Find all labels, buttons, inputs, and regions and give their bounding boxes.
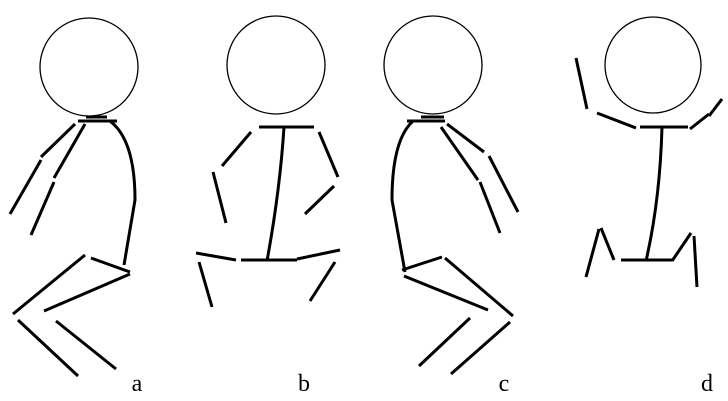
figure-c-thigh-2 (404, 276, 488, 310)
figure-d-thigh-right (672, 233, 691, 261)
figure-d-shin-left (586, 229, 599, 277)
figure-a-head (40, 18, 138, 116)
figure-b-torso (267, 127, 284, 261)
figure-c-shin-1 (451, 322, 510, 374)
figure-c-torso (392, 121, 413, 272)
figure-d-arm-right-lower (709, 99, 722, 116)
figure-b-arm-right-upper (319, 132, 338, 177)
figure-d-shin-right (694, 236, 697, 287)
figure-c (384, 16, 518, 374)
figure-d-arm-right-upper (690, 114, 709, 129)
figure-a-arm-2-lower (31, 182, 54, 235)
figure-c-arm-1-lower (489, 156, 518, 212)
figure-a-arm-1-lower (10, 160, 41, 214)
figure-b-shin-right (310, 262, 335, 301)
figure-b-arm-right-lower (305, 186, 334, 214)
figure-b-shin-left (199, 262, 212, 307)
figure-c-label: c (494, 372, 514, 396)
figure-b-arm-left-lower (213, 172, 226, 223)
figure-c-arm-2-lower (480, 182, 500, 233)
figure-a-torso (110, 121, 135, 265)
figure-a-shin-1 (18, 320, 78, 376)
figure-b-arm-left-upper (222, 132, 251, 166)
figure-a-thigh-1 (13, 255, 85, 314)
figure-d-torso (646, 127, 662, 261)
figure-a-arm-2-upper (54, 124, 85, 178)
figure-c-arm-1-upper (447, 124, 484, 152)
figure-b (196, 16, 340, 307)
figure-d-arm-left-lower (576, 58, 587, 109)
figure-a-shin-2 (56, 321, 116, 369)
figure-d-label: d (697, 372, 717, 396)
figure-d-head (605, 17, 701, 113)
figure-a (10, 18, 138, 376)
figure-d-arm-left-upper (597, 113, 636, 128)
figure-d-thigh-left (601, 228, 614, 260)
figure-a-label: a (127, 372, 147, 396)
figure-c-thigh-top (402, 257, 442, 270)
figure-d (576, 17, 722, 287)
figure-c-shin-2 (419, 318, 470, 366)
figure-c-head (384, 16, 482, 114)
figure-b-thigh-left (196, 253, 236, 260)
figure-b-label: b (294, 372, 314, 396)
figure-b-thigh-right (297, 250, 340, 259)
figure-b-head (227, 16, 325, 114)
